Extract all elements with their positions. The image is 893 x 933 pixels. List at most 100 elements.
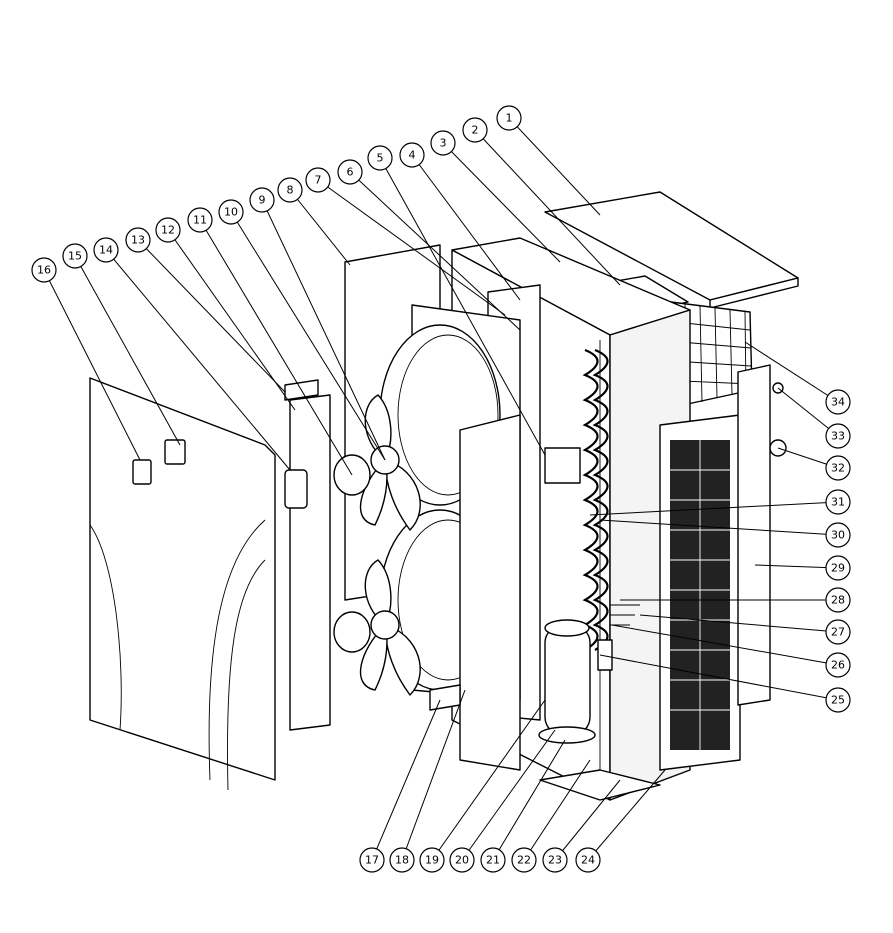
leader-line-2 xyxy=(474,129,621,286)
leader-line-20 xyxy=(461,729,556,861)
leader-line-5 xyxy=(379,157,546,456)
leader-line-8 xyxy=(289,189,351,266)
base-plate xyxy=(539,769,661,801)
callout-circle-23 xyxy=(542,847,568,873)
compressor xyxy=(538,619,596,744)
leader-line-17 xyxy=(371,699,441,861)
callout-label-14: 14 xyxy=(99,244,113,257)
side-grille-panel xyxy=(659,414,741,771)
leader-line-34 xyxy=(744,341,839,403)
leader-line-19 xyxy=(431,699,546,861)
leader-line-9 xyxy=(261,199,386,461)
leader-line-24 xyxy=(587,769,666,861)
leader-line-11 xyxy=(199,219,353,476)
callout-label-3: 3 xyxy=(440,137,447,150)
upper-fan-blade xyxy=(359,394,421,531)
callout-circle-28 xyxy=(825,587,851,613)
leader-line-13 xyxy=(137,239,286,393)
callout-circle-33 xyxy=(825,423,851,449)
callout-circle-19 xyxy=(419,847,445,873)
callout-circle-2 xyxy=(462,117,488,143)
base-tray xyxy=(429,684,461,711)
callout-circle-13 xyxy=(125,227,151,253)
callout-label-22: 22 xyxy=(517,854,531,867)
leader-line-25 xyxy=(599,654,839,701)
fan-motor-support xyxy=(289,394,331,731)
callout-circle-17 xyxy=(359,847,385,873)
callout-label-2: 2 xyxy=(472,124,479,137)
callout-label-9: 9 xyxy=(259,194,266,207)
callout-circle-1 xyxy=(496,105,522,131)
callout-circle-24 xyxy=(575,847,601,873)
valve-fittings xyxy=(597,604,640,671)
leader-line-6 xyxy=(349,171,521,331)
callout-label-24: 24 xyxy=(581,854,595,867)
callout-circle-26 xyxy=(825,652,851,678)
callout-circle-21 xyxy=(480,847,506,873)
callout-label-6: 6 xyxy=(347,166,354,179)
callout-label-29: 29 xyxy=(831,562,845,575)
callout-circle-7 xyxy=(305,167,331,193)
callout-circle-32 xyxy=(825,455,851,481)
leader-line-26 xyxy=(611,624,839,666)
control-display xyxy=(132,459,152,485)
callout-label-12: 12 xyxy=(161,224,175,237)
callout-circle-5 xyxy=(367,145,393,171)
callout-label-15: 15 xyxy=(68,250,82,263)
leader-line-27 xyxy=(639,614,839,633)
leader-line-7 xyxy=(317,179,506,316)
callout-label-7: 7 xyxy=(315,174,322,187)
leader-line-29 xyxy=(754,564,839,569)
evaporator-coil xyxy=(582,348,609,651)
callout-label-26: 26 xyxy=(831,659,845,672)
leader-line-31 xyxy=(589,501,839,516)
lower-fan-blade xyxy=(359,559,421,696)
leader-line-23 xyxy=(554,779,621,861)
callout-label-28: 28 xyxy=(831,594,845,607)
callout-label-30: 30 xyxy=(831,529,845,542)
callout-label-11: 11 xyxy=(193,214,207,227)
leader-line-33 xyxy=(777,387,839,437)
callout-label-1: 1 xyxy=(506,112,513,125)
leader-line-14 xyxy=(105,249,291,471)
callout-circle-16 xyxy=(31,257,57,283)
leader-lines xyxy=(43,117,839,861)
callout-label-23: 23 xyxy=(548,854,562,867)
callout-circle-34 xyxy=(825,389,851,415)
callout-circle-10 xyxy=(218,199,244,225)
leader-line-1 xyxy=(508,117,601,216)
callout-label-8: 8 xyxy=(287,184,294,197)
callout-label-31: 31 xyxy=(831,496,845,509)
callout-circle-27 xyxy=(825,619,851,645)
callout-circle-8 xyxy=(277,177,303,203)
leader-line-10 xyxy=(230,211,386,461)
callout-label-17: 17 xyxy=(365,854,379,867)
callout-circle-18 xyxy=(389,847,415,873)
rear-side-panel xyxy=(737,364,771,706)
callout-circle-9 xyxy=(249,187,275,213)
callout-label-25: 25 xyxy=(831,694,845,707)
leader-line-21 xyxy=(492,739,566,861)
callout-circle-14 xyxy=(93,237,119,263)
callout-circle-12 xyxy=(155,217,181,243)
callout-circle-4 xyxy=(399,142,425,168)
lower-fan-motor xyxy=(333,611,371,653)
leader-line-15 xyxy=(74,255,181,446)
leader-line-30 xyxy=(599,519,839,536)
callout-label-33: 33 xyxy=(831,430,845,443)
top-cover-edge xyxy=(709,277,799,309)
callout-circle-11 xyxy=(187,207,213,233)
electrical-box xyxy=(544,447,581,484)
callout-label-34: 34 xyxy=(831,396,845,409)
side-cover-panel xyxy=(459,414,521,771)
callout-label-4: 4 xyxy=(409,149,416,162)
callout-circle-15 xyxy=(62,243,88,269)
callout-label-27: 27 xyxy=(831,626,845,639)
callout-label-18: 18 xyxy=(395,854,409,867)
callout-label-16: 16 xyxy=(37,264,51,277)
callout-circle-25 xyxy=(825,687,851,713)
leader-line-18 xyxy=(401,689,466,861)
callout-label-5: 5 xyxy=(377,152,384,165)
callout-label-10: 10 xyxy=(224,206,238,219)
